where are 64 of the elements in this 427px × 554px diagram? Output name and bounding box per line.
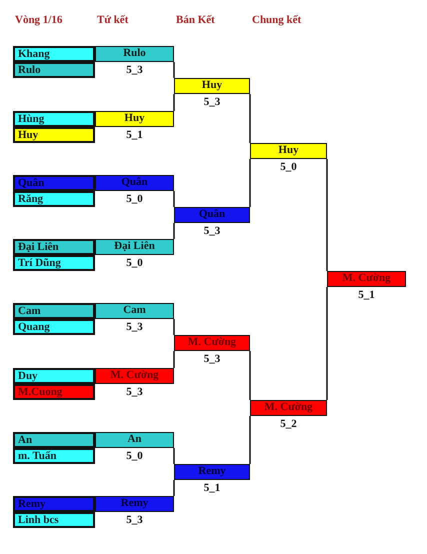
- name-cell: Khang: [13, 46, 95, 62]
- name-cell: Quân: [174, 207, 250, 223]
- score-label: 5_0: [125, 256, 144, 270]
- bracket-line: [326, 287, 328, 400]
- column-heading: Chung kết: [252, 14, 302, 26]
- name-cell: Remy: [95, 496, 174, 512]
- name-cell: Răng: [13, 191, 95, 207]
- name-cell: M. Cường: [174, 335, 250, 351]
- name-cell: M.Cuong: [13, 384, 95, 400]
- score-label: 5_3: [202, 352, 222, 366]
- score-label: 5_3: [125, 385, 144, 399]
- name-cell: Hùng: [13, 111, 95, 127]
- name-cell: Linh bcs: [13, 512, 95, 528]
- name-cell: M. Cường: [250, 400, 327, 416]
- name-cell: Huy: [174, 78, 250, 94]
- bracket-line: [326, 159, 328, 271]
- name-cell: Rulo: [95, 46, 174, 62]
- score-label: 5_0: [125, 449, 144, 463]
- name-cell: m. Tuấn: [13, 448, 95, 464]
- score-label: 5_3: [202, 224, 222, 238]
- column-heading: Vòng 1/16: [15, 14, 62, 26]
- bracket-line: [173, 319, 175, 335]
- bracket-line: [173, 62, 175, 78]
- bracket-line: [249, 416, 251, 464]
- name-cell: M. Cường: [95, 368, 174, 384]
- name-cell: Quân: [13, 175, 95, 191]
- name-cell: Cam: [95, 303, 174, 319]
- bracket-line: [249, 94, 251, 143]
- score-label: 5_3: [125, 63, 144, 77]
- name-cell: Duy: [13, 368, 95, 384]
- bracket-line: [173, 223, 175, 239]
- bracket-line: [173, 94, 175, 111]
- name-cell: Đại Liên: [95, 239, 174, 255]
- bracket-line: [249, 159, 251, 207]
- name-cell: Remy: [174, 464, 250, 480]
- score-label: 5_0: [279, 160, 298, 174]
- bracket-line: [173, 480, 175, 496]
- bracket-line: [173, 351, 175, 368]
- name-cell: Huy: [95, 111, 174, 127]
- name-cell: Huy: [250, 143, 327, 159]
- name-cell: M. Cường: [327, 271, 406, 287]
- name-cell: Rulo: [13, 62, 95, 78]
- name-cell: An: [95, 432, 174, 448]
- score-label: 5_2: [279, 417, 298, 431]
- name-cell: Trí Dũng: [13, 255, 95, 271]
- bracket-line: [173, 448, 175, 464]
- bracket-line: [173, 191, 175, 207]
- name-cell: Quân: [95, 175, 174, 191]
- column-heading: Tứ kết: [97, 14, 128, 26]
- name-cell: Huy: [13, 127, 95, 143]
- score-label: 5_1: [357, 288, 376, 302]
- name-cell: Cam: [13, 303, 95, 319]
- name-cell: Quang: [13, 319, 95, 335]
- name-cell: Đại Liên: [13, 239, 95, 255]
- name-cell: An: [13, 432, 95, 448]
- column-heading: Bán Kết: [176, 14, 215, 26]
- bracket-line: [249, 351, 251, 400]
- score-label: 5_3: [125, 513, 144, 527]
- score-label: 5_1: [125, 128, 144, 142]
- score-label: 5_1: [202, 481, 222, 495]
- score-label: 5_0: [125, 192, 144, 206]
- score-label: 5_3: [125, 320, 144, 334]
- score-label: 5_3: [202, 95, 222, 109]
- name-cell: Remy: [13, 496, 95, 512]
